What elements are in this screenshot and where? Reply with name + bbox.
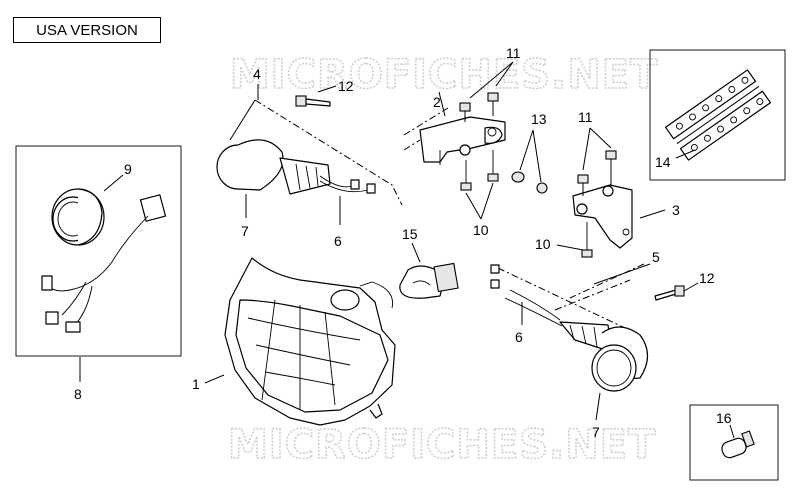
callout-4: 4 [253,66,261,82]
usa-version-label: USA VERSION [13,17,161,43]
callout-12a: 12 [338,78,354,94]
bracket-part-3 [572,184,633,249]
callout-13: 13 [531,111,547,127]
bracket-part-2 [419,116,506,165]
callout-14: 14 [655,154,671,170]
bolts-part-10-left [460,150,499,191]
inset-box-left [15,145,182,357]
wiring-harness-part-8 [41,194,167,333]
callout-6b: 6 [515,329,523,345]
headlight-housing-part-1 [224,257,396,426]
inset-box-bulb [689,404,779,481]
round-headlight-part-9 [51,188,105,246]
callout-1: 1 [192,376,200,392]
callout-11a: 11 [506,45,521,61]
watermark-top: MICROFICHES.NET [230,52,658,98]
callout-5: 5 [652,249,660,265]
callout-12b: 12 [699,270,715,286]
callout-10a: 10 [473,222,489,238]
screw-part-12-right [654,285,685,301]
callout-2: 2 [433,94,441,110]
inset-box-right [649,49,786,181]
callout-15: 15 [402,226,418,242]
callout-11b: 11 [578,109,593,125]
nuts-part-13 [511,171,548,194]
left-turn-signal-part-7 [216,139,376,195]
headlight-bulb-part-15 [399,262,459,299]
callout-10b: 10 [535,236,551,252]
watermark-bottom: MICROFICHES.NET [228,422,656,468]
callout-7b: 7 [592,424,600,440]
bolts-part-11-upper-left [459,92,499,122]
small-bulb-part-16 [721,430,755,459]
callout-8: 8 [74,386,82,402]
callout-16: 16 [716,410,732,426]
connector-strip-part-14 [664,69,772,161]
callout-6a: 6 [334,233,342,249]
bolt-part-10-right [581,222,593,258]
callout-9: 9 [124,161,132,177]
bolts-part-11-upper-right [577,150,617,196]
screw-part-12-left [295,95,331,107]
right-turn-signal-part-7 [490,264,649,392]
callout-3: 3 [672,202,680,218]
callout-7a: 7 [241,223,249,239]
